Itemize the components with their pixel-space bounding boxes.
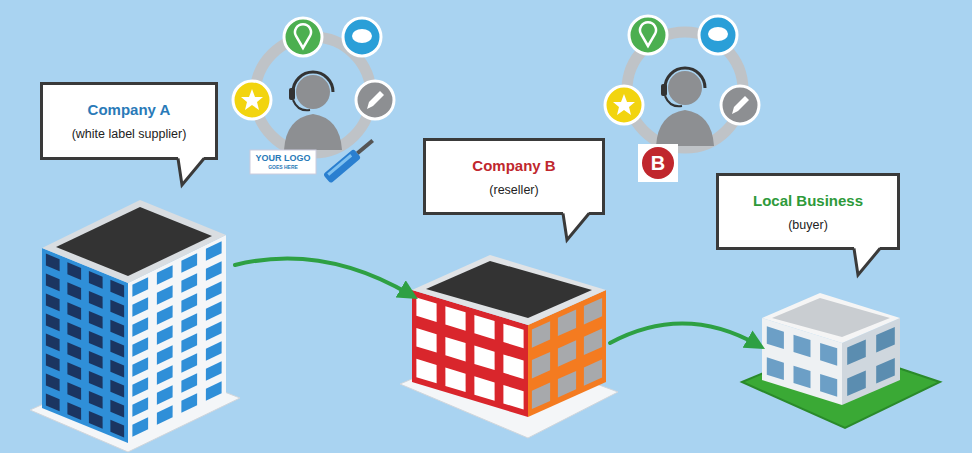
building-c [742,293,940,428]
windows [46,241,895,437]
callout-box: Local Business (buyer) [716,173,900,250]
building-a [30,200,240,452]
company-name: Company A [88,101,171,118]
role-text: (reseller) [489,183,538,197]
building-b [400,255,618,438]
role-text: (white label supplier) [72,127,187,141]
company-name: Local Business [753,192,863,209]
callout-box: Company A (white label supplier) [40,82,218,160]
flow-arrow [235,258,411,295]
role-text: (buyer) [788,218,828,232]
callout-box: Company B (reseller) [423,138,605,215]
logo-subtext: GOES HERE [250,164,316,171]
flow-arrow [610,323,758,345]
logo-text: YOUR LOGO [250,153,316,164]
company-name: Company B [472,157,555,174]
service-icons-b [605,16,759,182]
service-icons-a [233,18,394,184]
reseller-badge: B [642,152,674,174]
